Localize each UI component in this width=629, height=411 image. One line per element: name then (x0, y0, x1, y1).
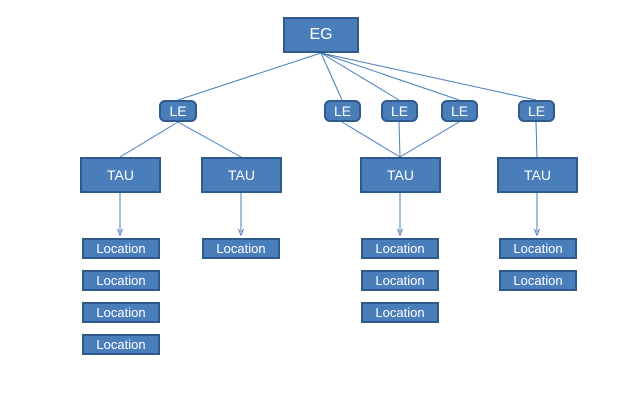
node-le-le-3[interactable]: LE (381, 100, 418, 122)
edge-eg-1-to-le-2 (320, 52, 343, 101)
arrow-edges-group (120, 193, 537, 232)
edge-eg-1-to-le-3 (320, 52, 400, 101)
node-eg-label: EG (309, 26, 333, 43)
node-location-loc-3-2[interactable]: Location (361, 270, 439, 291)
node-location-loc-1-2[interactable]: Location (82, 270, 160, 291)
node-le-le-5[interactable]: LE (518, 100, 555, 122)
node-location-loc-2-1[interactable]: Location (202, 238, 280, 259)
node-location-label: Location (96, 273, 146, 288)
node-location-label: Location (375, 241, 425, 256)
node-le-label: LE (333, 103, 352, 119)
edge-le-3-to-tau-3 (398, 121, 401, 158)
edge-eg-1-to-le-1 (177, 52, 322, 101)
edge-le-5-to-tau-4 (535, 121, 538, 158)
node-location-label: Location (513, 241, 563, 256)
node-le-le-2[interactable]: LE (324, 100, 361, 122)
node-tau-tau-4[interactable]: TAU (497, 157, 578, 193)
node-tau-tau-2[interactable]: TAU (201, 157, 282, 193)
node-location-label: Location (96, 305, 146, 320)
edge-eg-1-to-le-4 (320, 52, 460, 101)
node-location-label: Location (216, 241, 266, 256)
node-le-label: LE (527, 103, 546, 119)
node-le-le-1[interactable]: LE (159, 100, 197, 122)
node-location-loc-4-1[interactable]: Location (499, 238, 577, 259)
node-location-label: Location (375, 305, 425, 320)
node-tau-label: TAU (524, 167, 551, 183)
node-location-loc-4-2[interactable]: Location (499, 270, 577, 291)
node-le-le-4[interactable]: LE (441, 100, 478, 122)
edge-le-1-to-tau-2 (177, 121, 242, 158)
node-le-label: LE (169, 103, 187, 119)
node-location-loc-1-1[interactable]: Location (82, 238, 160, 259)
node-location-label: Location (96, 337, 146, 352)
node-tau-label: TAU (228, 167, 255, 183)
edge-le-1-to-tau-1 (119, 121, 179, 158)
node-location-label: Location (375, 273, 425, 288)
edge-le-2-to-tau-3 (341, 121, 401, 158)
node-tau-tau-3[interactable]: TAU (360, 157, 441, 193)
node-location-loc-1-4[interactable]: Location (82, 334, 160, 355)
node-location-label: Location (96, 241, 146, 256)
edge-le-4-to-tau-3 (399, 121, 460, 158)
node-location-loc-3-3[interactable]: Location (361, 302, 439, 323)
node-location-loc-1-3[interactable]: Location (82, 302, 160, 323)
node-location-label: Location (513, 273, 563, 288)
node-tau-label: TAU (387, 167, 414, 183)
node-location-loc-3-1[interactable]: Location (361, 238, 439, 259)
edge-eg-1-to-le-5 (320, 52, 537, 101)
node-le-label: LE (450, 103, 469, 119)
node-le-label: LE (390, 103, 409, 119)
node-tau-tau-1[interactable]: TAU (80, 157, 161, 193)
node-eg-eg-1[interactable]: EG (283, 17, 359, 53)
node-tau-label: TAU (107, 167, 134, 183)
